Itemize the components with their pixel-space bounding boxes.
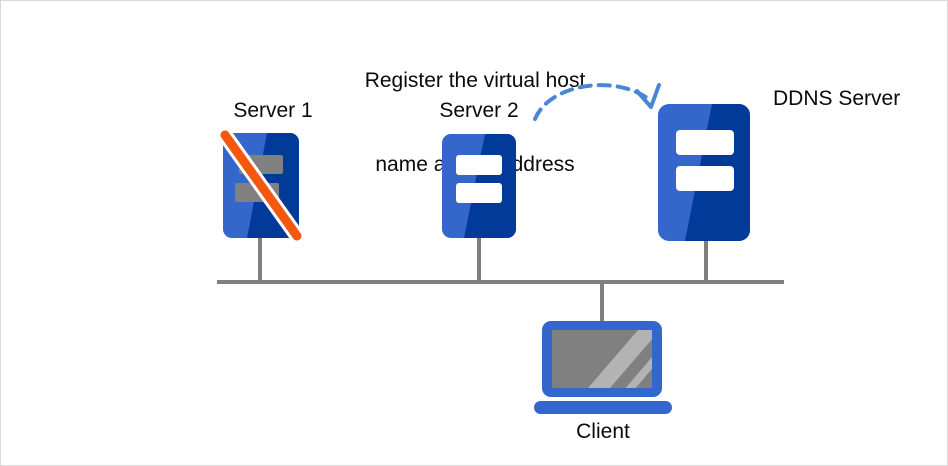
server2-bar-bottom xyxy=(456,183,502,203)
registration-arrow xyxy=(533,83,661,121)
client-screen-glare-1 xyxy=(582,330,652,388)
server1-icon[interactable] xyxy=(217,127,305,244)
registration-arrow-arc xyxy=(533,83,653,121)
client-monitor-icon[interactable] xyxy=(542,321,662,397)
ddns-bar-bottom xyxy=(676,166,734,191)
network-bus-line xyxy=(217,280,784,284)
diagram-title-line-1: Register the virtual host xyxy=(364,69,586,92)
drop-line-client xyxy=(600,282,604,322)
label-ddns-server: DDNS Server xyxy=(773,87,901,110)
server2-icon[interactable] xyxy=(442,134,516,238)
drop-line-server1 xyxy=(258,237,262,281)
label-server1: Server 1 xyxy=(233,99,313,122)
drop-line-ddns xyxy=(704,240,708,281)
ddns-bar-top xyxy=(676,130,734,155)
drop-line-server2 xyxy=(477,237,481,281)
label-client: Client xyxy=(576,420,630,443)
server2-bar-top xyxy=(456,155,502,175)
server1-disabled-strikethrough xyxy=(220,130,302,241)
registration-arrow-head xyxy=(635,83,661,109)
client-monitor-base xyxy=(534,401,672,414)
client-screen-glare-2 xyxy=(618,343,652,388)
label-server2: Server 2 xyxy=(439,99,519,122)
ddns-server-icon[interactable] xyxy=(658,104,750,241)
